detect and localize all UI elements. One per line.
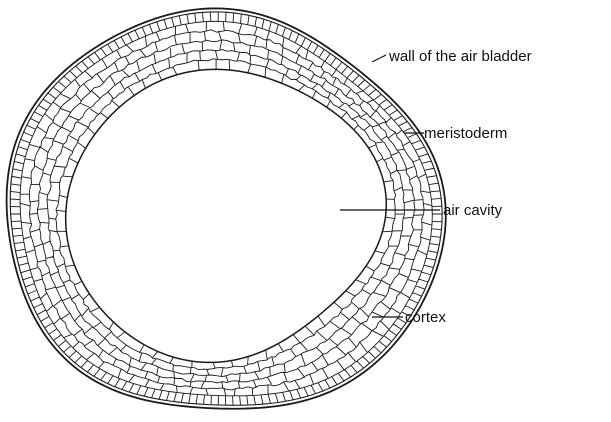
meristoderm-label: meristoderm	[424, 125, 507, 142]
wall-label: wall of the air bladder	[388, 48, 532, 65]
cortex-label: cortex	[405, 309, 446, 326]
air-cavity-label: air cavity	[443, 202, 503, 219]
